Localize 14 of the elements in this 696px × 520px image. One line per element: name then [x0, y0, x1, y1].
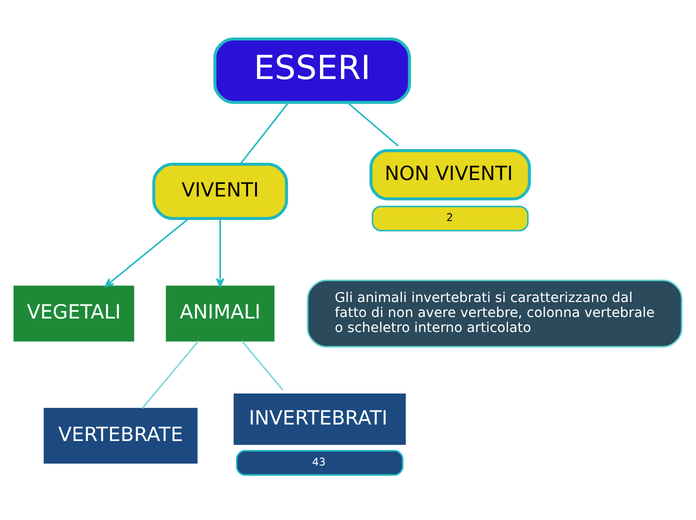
- node-label: 2: [446, 212, 454, 224]
- connector: [241, 340, 284, 391]
- node-box: Gli animali invertebrati si caratterizzano dal fatto di non avere vertebre, colonna vertebrale o scheletro interno articolato: [306, 280, 682, 348]
- node-label: 43: [312, 456, 326, 468]
- connector: [347, 102, 399, 146]
- node-box: VIVENTI: [152, 162, 288, 220]
- node-box: VERTEBRATE: [44, 408, 198, 464]
- connector: [142, 340, 200, 409]
- node-box: ESSERI: [213, 38, 411, 104]
- node-box: ANIMALI: [166, 286, 274, 342]
- arrow: [216, 218, 224, 287]
- connector: [240, 102, 290, 165]
- arrow: [104, 218, 189, 287]
- node-box: VEGETALI: [14, 286, 134, 342]
